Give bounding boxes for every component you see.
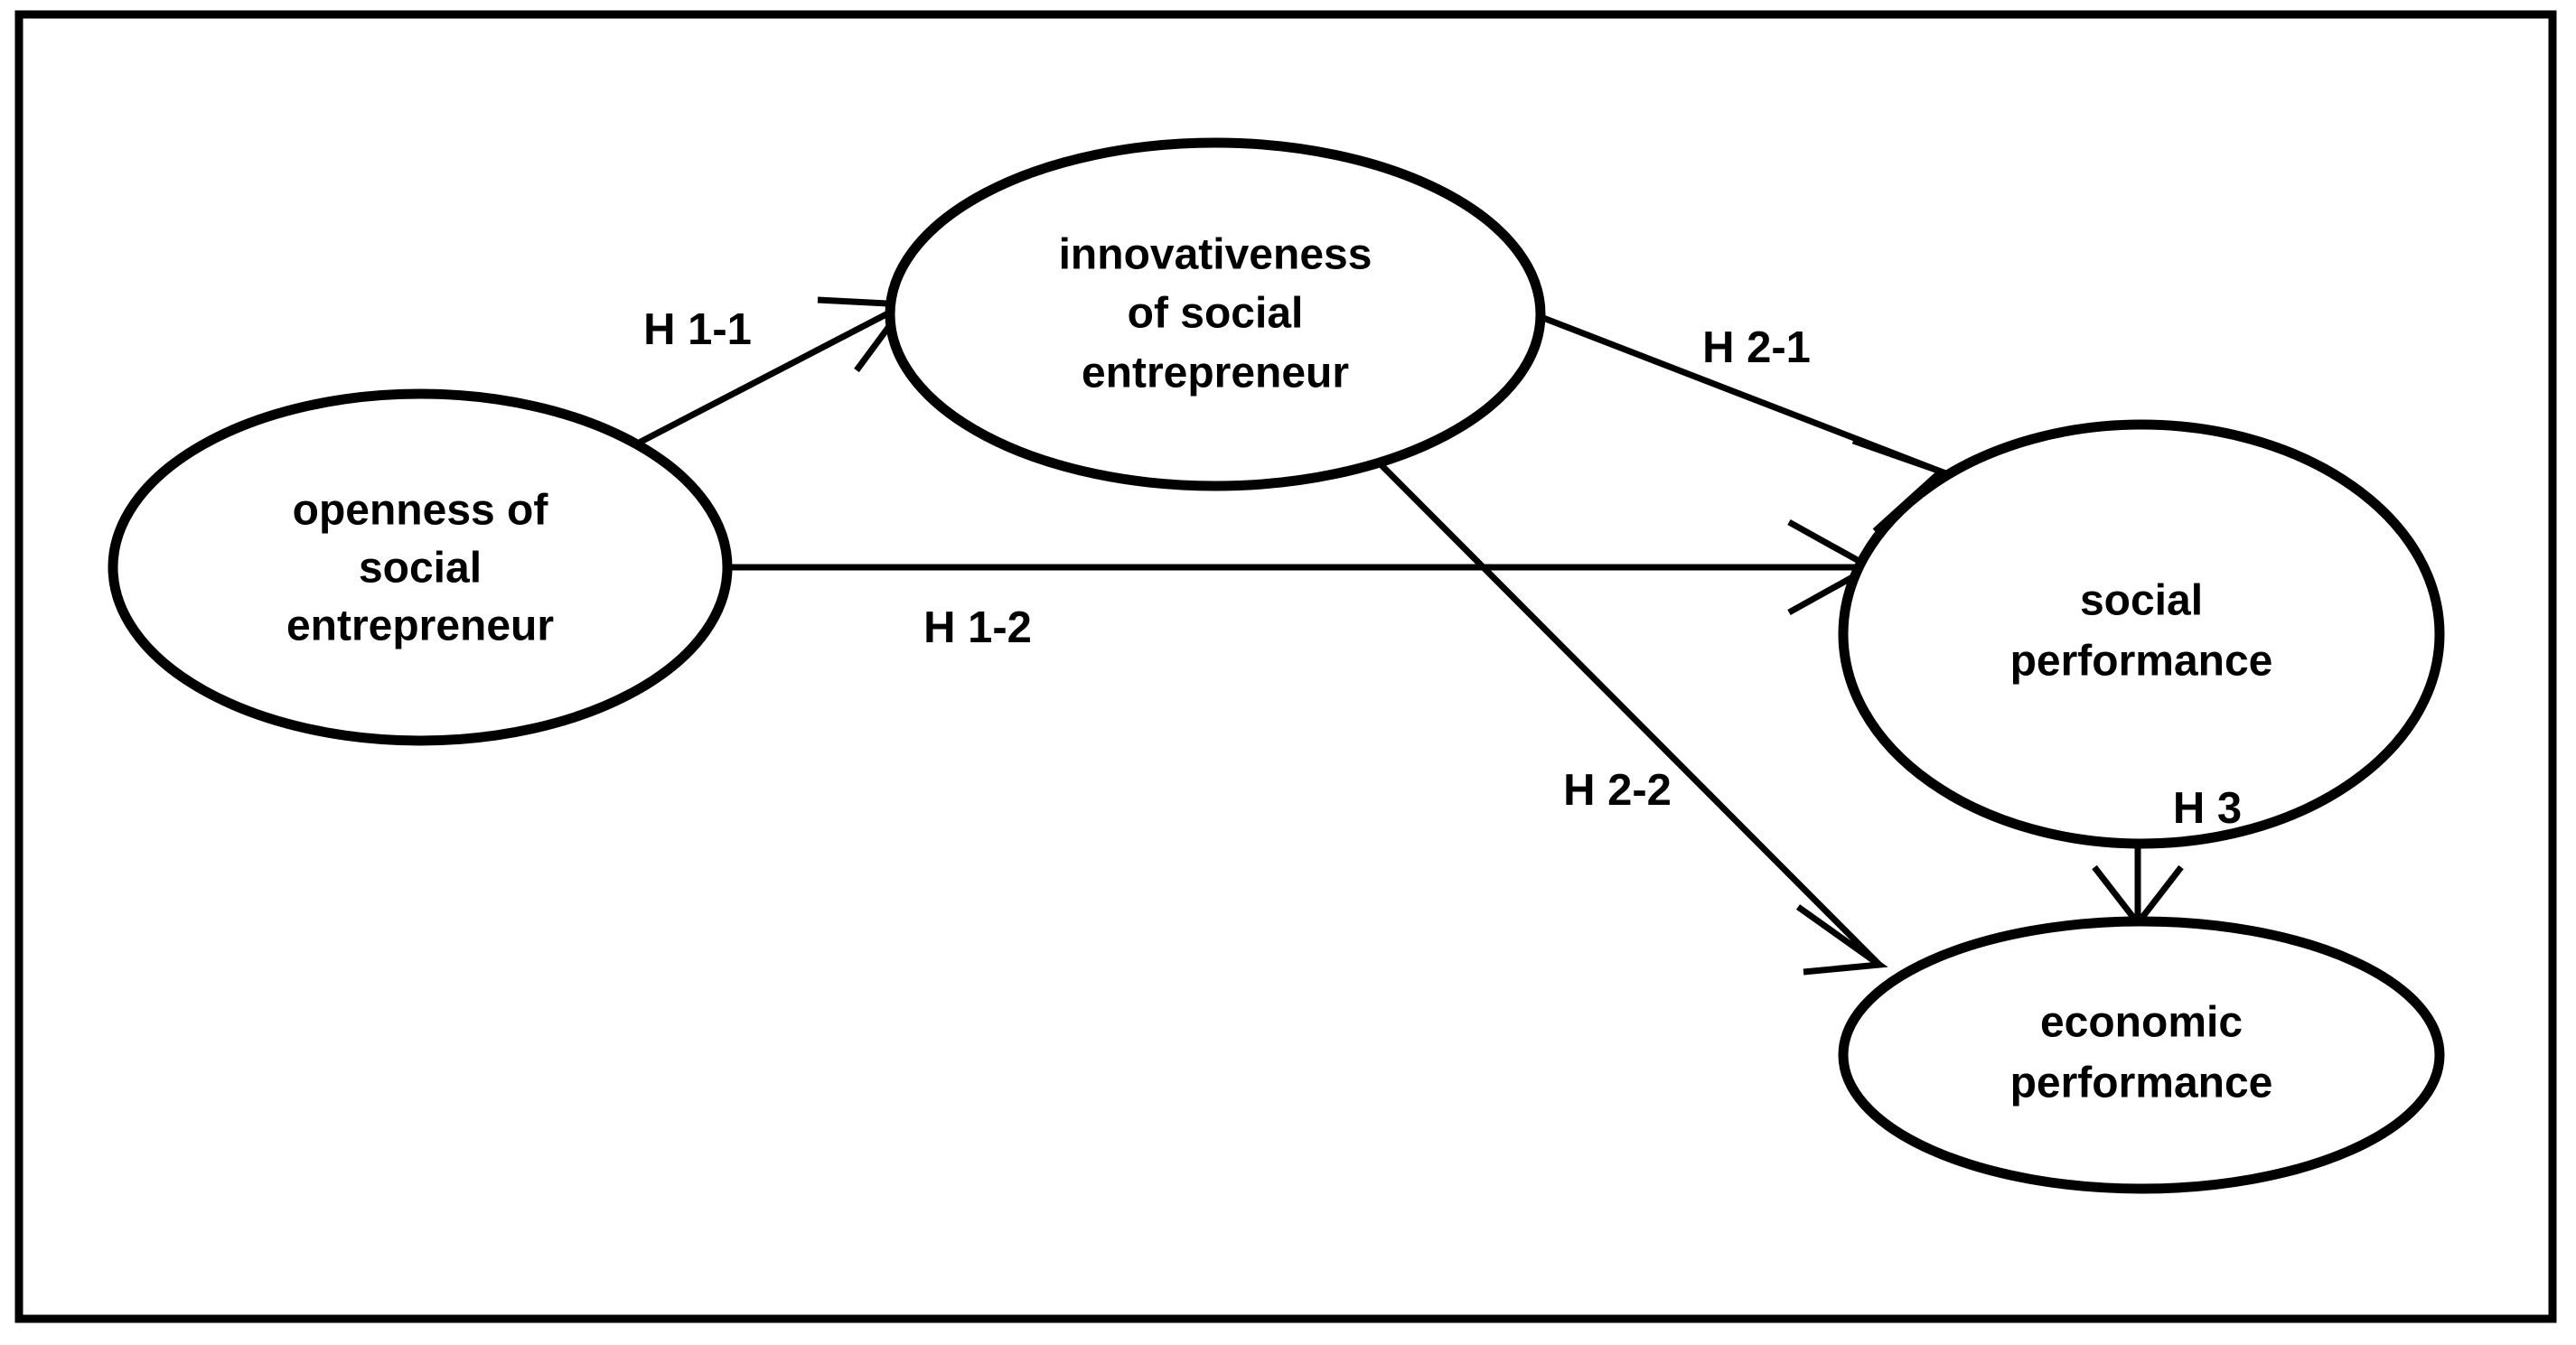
- edge-label-h2-2: H 2-2: [1563, 766, 1672, 815]
- edge-label-h2-1: H 2-1: [1702, 323, 1811, 372]
- node-social-performance-label-line1: social: [2080, 577, 2203, 625]
- node-social-performance-ellipse[interactable]: [1838, 419, 2445, 849]
- node-innovativeness-ellipse[interactable]: [885, 137, 1546, 491]
- node-openness-of-social-entrepreneur[interactable]: openness of social entrepreneur: [108, 388, 733, 746]
- node-innovativeness-label-line1: innovativeness: [1059, 231, 1372, 279]
- node-openness-label-line2: social: [359, 545, 482, 593]
- node-social-performance[interactable]: social performance: [1838, 419, 2445, 849]
- edge-h2-2: [1358, 442, 1888, 976]
- node-innovativeness-label-line3: entrepreneur: [1082, 350, 1349, 397]
- edge-label-h1-1: H 1-1: [643, 305, 752, 354]
- node-openness-ellipse[interactable]: [108, 388, 733, 746]
- edge-label-h3: H 3: [2173, 784, 2242, 833]
- node-openness-label-line1: openness of: [293, 487, 549, 535]
- edge-h2-2-arrowhead: [1795, 904, 1888, 976]
- node-innovativeness-of-social-entrepreneur[interactable]: innovativeness of social entrepreneur: [885, 137, 1546, 491]
- node-economic-performance-ellipse[interactable]: [1838, 916, 2445, 1194]
- node-openness-label-line3: entrepreneur: [286, 602, 554, 650]
- edge-label-h1-2: H 1-2: [923, 603, 1032, 652]
- node-economic-performance[interactable]: economic performance: [1838, 916, 2445, 1194]
- node-economic-performance-label-line2: performance: [2010, 1060, 2273, 1107]
- node-economic-performance-label-line1: economic: [2040, 999, 2243, 1047]
- edge-h2-2-line: [1358, 442, 1882, 967]
- node-innovativeness-label-line2: of social: [1128, 290, 1304, 338]
- edge-h1-1-line: [620, 301, 907, 455]
- node-social-performance-label-line2: performance: [2010, 638, 2273, 686]
